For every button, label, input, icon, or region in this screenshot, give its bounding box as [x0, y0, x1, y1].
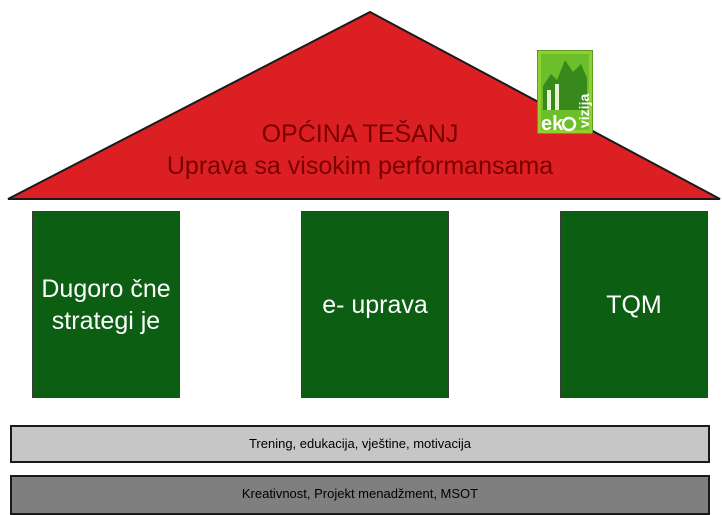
pillar-label: Dugoro čne strategi je [41, 274, 171, 335]
svg-text:vizija: vizija [576, 94, 592, 128]
pillar-label: TQM [606, 290, 662, 319]
ekovizija-logo: ek vizija [537, 50, 593, 134]
foundation-label: Kreativnost, Projekt menadžment, MSOT [241, 486, 479, 501]
foundation-training-bar: Trening, edukacija, vještine, motivacija [10, 425, 710, 463]
pillar-tqm: TQM [560, 211, 708, 398]
municipality-title: OPĆINA TEŠANJ [261, 120, 459, 148]
roof-label: OPĆINA TEŠANJ Uprava sa visokim performa… [60, 118, 660, 182]
pillar-long-term-strategies: Dugoro čne strategi je [32, 211, 180, 398]
svg-text:ek: ek [541, 113, 564, 134]
roof-subtitle: Uprava sa visokim performansama [166, 152, 554, 180]
pillar-label: e- uprava [322, 290, 428, 319]
foundation-creativity-bar: Kreativnost, Projekt menadžment, MSOT [10, 475, 710, 515]
pillar-e-uprava: e- uprava [301, 211, 449, 398]
foundation-label: Trening, edukacija, vještine, motivacija [248, 436, 472, 451]
